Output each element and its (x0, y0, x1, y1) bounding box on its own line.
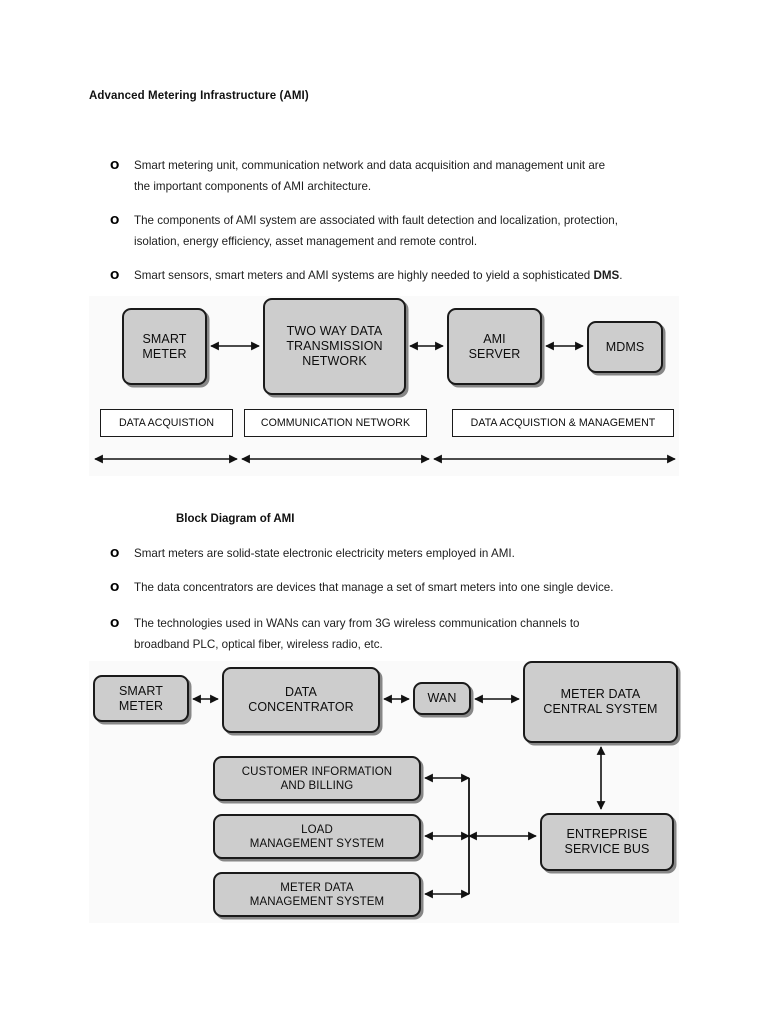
node-label: METER DATA CENTRAL SYSTEM (543, 687, 658, 716)
node-two-way-data-transmission-network: TWO WAY DATA TRANSMISSION NETWORK (263, 298, 406, 395)
bullet-line: broadband PLC, optical fiber, wireless r… (134, 638, 383, 651)
node-ami-server: AMI SERVER (447, 308, 542, 385)
tag-communication-network: COMMUNICATION NETWORK (244, 409, 427, 437)
node-load-management-system: LOAD MANAGEMENT SYSTEM (213, 814, 421, 859)
bullet-line: The components of AMI system are associa… (134, 214, 618, 227)
node-smart-meter: SMART METER (93, 675, 189, 722)
page-title: Advanced Metering Infrastructure (AMI) (89, 90, 309, 102)
node-label: DATA CONCENTRATOR (248, 685, 354, 714)
bullet-item: O Smart meters are solid-state electroni… (110, 543, 680, 564)
node-mdms: MDMS (587, 321, 663, 373)
tag-label: DATA ACQUISTION & MANAGEMENT (470, 417, 656, 429)
node-label: AMI SERVER (468, 331, 521, 361)
bullet-text: Smart sensors, smart meters and AMI syst… (134, 265, 680, 286)
node-label: METER DATA MANAGEMENT SYSTEM (249, 881, 385, 908)
node-meter-data-central-system: METER DATA CENTRAL SYSTEM (523, 661, 678, 743)
node-wan: WAN (413, 682, 471, 715)
bullet-icon: O (110, 269, 120, 282)
tag-data-acquistion: DATA ACQUISTION (100, 409, 233, 437)
bullet-item: O Smart metering unit, communication net… (110, 155, 680, 197)
node-label: MDMS (605, 339, 645, 354)
bullet-text: Smart meters are solid-state electronic … (134, 543, 680, 564)
bullet-text: The technologies used in WANs can vary f… (134, 613, 680, 655)
bullet-line: The technologies used in WANs can vary f… (134, 617, 580, 630)
bullet-item: O Smart sensors, smart meters and AMI sy… (110, 265, 680, 286)
bullet-item: O The technologies used in WANs can vary… (110, 613, 680, 655)
node-label: SMART METER (142, 331, 187, 361)
node-label: TWO WAY DATA TRANSMISSION NETWORK (286, 324, 383, 368)
bullet-item: O The data concentrators are devices tha… (110, 577, 680, 598)
tag-label: COMMUNICATION NETWORK (260, 417, 411, 429)
bullet-line: Smart metering unit, communication netwo… (134, 159, 606, 172)
ami-architecture-diagram: SMART METER DATA CONCENTRATOR WAN METER … (89, 661, 679, 923)
bullet-text: The components of AMI system are associa… (134, 210, 680, 252)
block-diagram-ami: SMART METER TWO WAY DATA TRANSMISSION NE… (89, 296, 679, 476)
bullet-line: The data concentrators are devices that … (134, 581, 614, 594)
bullet-line: Smart meters are solid-state electronic … (134, 547, 515, 560)
bullet-icon: O (110, 547, 120, 560)
bullet-text: The data concentrators are devices that … (134, 577, 680, 598)
bullet-icon: O (110, 159, 120, 172)
node-data-concentrator: DATA CONCENTRATOR (222, 667, 380, 733)
bullet-line: isolation, energy efficiency, asset mana… (134, 235, 478, 248)
node-label: LOAD MANAGEMENT SYSTEM (249, 823, 385, 850)
bullet-line: Smart sensors, smart meters and AMI syst… (134, 269, 594, 282)
bullet-item: O The components of AMI system are assoc… (110, 210, 680, 252)
node-meter-data-management-system: METER DATA MANAGEMENT SYSTEM (213, 872, 421, 917)
bullet-line-tail: . (619, 269, 623, 282)
node-label: ENTREPRISE SERVICE BUS (564, 827, 650, 856)
bullet-text: Smart metering unit, communication netwo… (134, 155, 680, 197)
node-entreprise-service-bus: ENTREPRISE SERVICE BUS (540, 813, 674, 871)
caption-block-diagram-of-ami: Block Diagram of AMI (176, 513, 295, 525)
bullet-emphasis: DMS (593, 269, 620, 282)
tag-data-acquistion-management: DATA ACQUISTION & MANAGEMENT (452, 409, 674, 437)
bullet-icon: O (110, 617, 120, 630)
node-label: WAN (427, 691, 457, 705)
node-smart-meter: SMART METER (122, 308, 207, 385)
node-label: SMART METER (118, 683, 164, 713)
node-label: CUSTOMER INFORMATION AND BILLING (241, 765, 393, 792)
bullet-icon: O (110, 214, 120, 227)
bullet-list-section-one: O Smart metering unit, communication net… (110, 155, 680, 299)
tag-label: DATA ACQUISTION (118, 417, 215, 429)
node-customer-information-and-billing: CUSTOMER INFORMATION AND BILLING (213, 756, 421, 801)
bullet-list-section-two: O Smart meters are solid-state electroni… (110, 543, 680, 668)
bullet-icon: O (110, 581, 120, 594)
bullet-line: the important components of AMI architec… (134, 180, 372, 193)
